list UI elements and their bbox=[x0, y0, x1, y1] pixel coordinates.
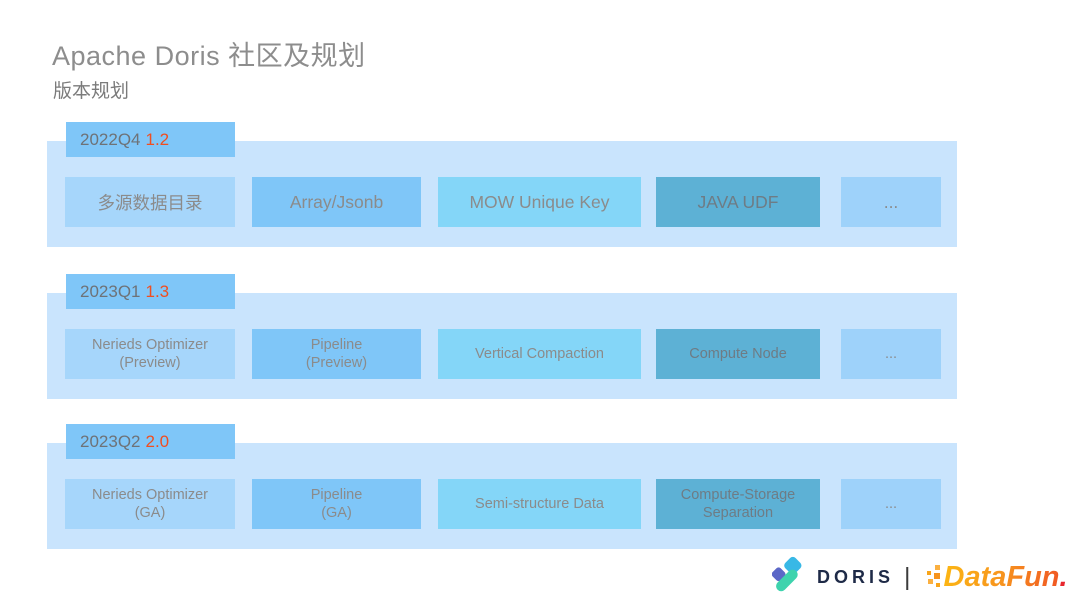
feature-label: Semi-structure Data bbox=[475, 496, 604, 512]
feature-box-java-udf: JAVA UDF bbox=[656, 177, 820, 227]
doris-wordmark: DORIS bbox=[817, 566, 895, 587]
datafun-pixel-dots-icon bbox=[926, 564, 940, 587]
page-title: Apache Doris 社区及规划 bbox=[52, 41, 366, 71]
quarter-label: 2023Q1 bbox=[80, 282, 141, 301]
logo-separator: | bbox=[904, 562, 911, 591]
feature-sublabel: Separation bbox=[702, 505, 774, 521]
feature-label: MOW Unique Key bbox=[469, 191, 610, 212]
quarter-label: 2022Q4 bbox=[80, 130, 141, 149]
feature-label: Pipeline bbox=[310, 487, 363, 503]
feature-box-more: ... bbox=[841, 329, 941, 379]
feature-sublabel: (Preview) bbox=[119, 355, 181, 371]
feature-sublabel: (Preview) bbox=[305, 355, 368, 371]
feature-label: Nerieds Optimizer bbox=[91, 487, 209, 503]
datafun-wordmark: DataFun bbox=[943, 560, 1060, 593]
feature-box-compute-node: Compute Node bbox=[656, 329, 820, 379]
version-number: 2.0 bbox=[145, 432, 170, 451]
datafun-logo: DataFun. bbox=[925, 561, 1068, 594]
doris-logo-icon bbox=[772, 556, 802, 592]
version-number: 1.2 bbox=[145, 130, 170, 149]
ellipsis-label: ... bbox=[883, 191, 899, 212]
feature-box-nerieds-ga: Nerieds Optimizer (GA) bbox=[65, 479, 235, 529]
feature-label: Compute Node bbox=[689, 346, 787, 362]
feature-box-pipeline-ga: Pipeline (GA) bbox=[252, 479, 421, 529]
feature-sublabel: (GA) bbox=[321, 505, 352, 521]
feature-label: JAVA UDF bbox=[697, 191, 779, 212]
feature-box-compute-storage-separation: Compute-Storage Separation bbox=[656, 479, 820, 529]
feature-box-pipeline-preview: Pipeline (Preview) bbox=[252, 329, 421, 379]
ellipsis-label: ... bbox=[884, 346, 898, 362]
feature-sublabel: (GA) bbox=[134, 505, 166, 521]
feature-label: Nerieds Optimizer bbox=[91, 337, 209, 353]
feature-box-vertical-compaction: Vertical Compaction bbox=[438, 329, 641, 379]
ellipsis-label: ... bbox=[884, 496, 898, 512]
feature-box-nerieds-preview: Nerieds Optimizer (Preview) bbox=[65, 329, 235, 379]
feature-label: Vertical Compaction bbox=[475, 346, 604, 362]
page-subtitle: 版本规划 bbox=[53, 81, 130, 102]
feature-box-more: ... bbox=[841, 479, 941, 529]
footer-logos: DORIS | DataFun. bbox=[772, 554, 1068, 600]
feature-box-more: ... bbox=[841, 177, 941, 227]
version-number: 1.3 bbox=[145, 282, 170, 301]
quarter-label: 2023Q2 bbox=[80, 432, 141, 451]
feature-box-mow-unique-key: MOW Unique Key bbox=[438, 177, 641, 227]
feature-label: 多源数据目录 bbox=[97, 192, 203, 213]
feature-box-multi-catalog: 多源数据目录 bbox=[65, 177, 235, 227]
feature-box-array-jsonb: Array/Jsonb bbox=[252, 177, 421, 227]
feature-box-semi-structure-data: Semi-structure Data bbox=[438, 479, 641, 529]
feature-label: Array/Jsonb bbox=[289, 191, 384, 212]
feature-label: Pipeline bbox=[310, 337, 363, 353]
datafun-period: . bbox=[1059, 560, 1068, 593]
feature-label: Compute-Storage bbox=[680, 487, 796, 503]
